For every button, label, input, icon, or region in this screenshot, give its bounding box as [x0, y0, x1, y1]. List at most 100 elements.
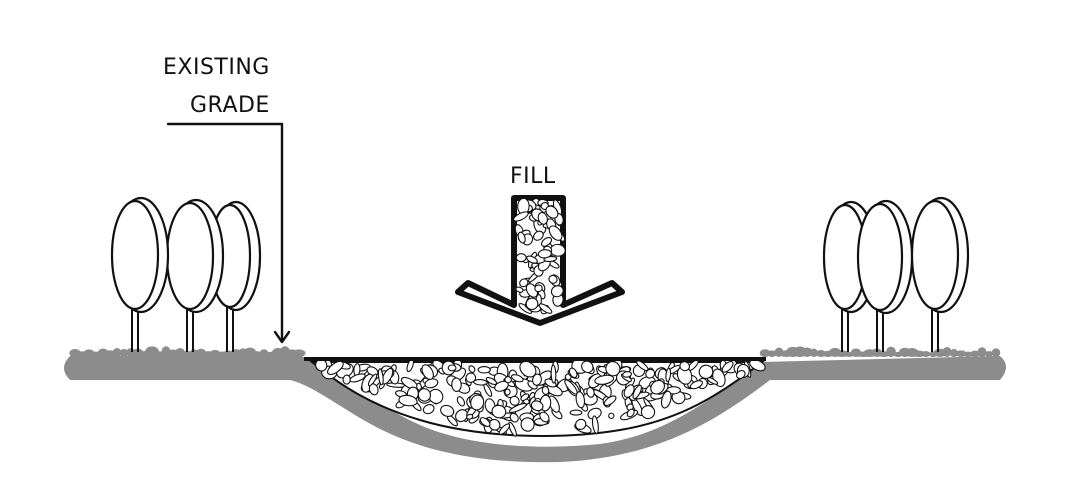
- stone-icon: [626, 408, 635, 418]
- stone-icon: [749, 359, 766, 372]
- stone-icon: [698, 364, 714, 379]
- stone-icon: [533, 230, 544, 241]
- stone-icon: [349, 373, 366, 383]
- stone-icon: [532, 373, 542, 386]
- grass-tufts: [69, 346, 1001, 358]
- tree-canopy-inner: [856, 202, 904, 312]
- stone-icon: [455, 409, 469, 423]
- stone-icon: [538, 303, 553, 314]
- grass-tuft: [132, 348, 144, 357]
- stone-icon: [416, 382, 422, 391]
- stone-icon: [660, 390, 672, 409]
- stone-icon: [440, 404, 455, 417]
- stone-icon: [608, 412, 615, 419]
- grass-tuft: [984, 351, 994, 357]
- stone-icon: [515, 253, 527, 263]
- grass-tuft: [801, 347, 813, 357]
- stone-icon: [327, 360, 344, 376]
- stone-icon: [491, 404, 507, 419]
- stone-icon: [568, 367, 578, 379]
- stone-icon: [508, 421, 517, 437]
- stone-icon: [508, 403, 527, 413]
- stone-icon: [468, 365, 476, 373]
- stone-icon: [525, 297, 539, 311]
- arrow-stones: [513, 197, 566, 315]
- ground: [64, 346, 1006, 463]
- existing-grade-label-line2: GRADE: [190, 93, 270, 118]
- stone-icon: [591, 415, 599, 434]
- stone-icon: [510, 374, 524, 383]
- stone-icon: [517, 231, 526, 244]
- stone-icon: [520, 417, 535, 432]
- grass-tuft: [292, 349, 306, 358]
- stone-icon: [636, 360, 649, 372]
- trees-right: [822, 196, 970, 352]
- stone-icon: [632, 384, 642, 400]
- grass-tuft: [991, 348, 1001, 357]
- stone-icon: [640, 405, 656, 420]
- stone-icon: [504, 388, 511, 396]
- ground-band: [64, 356, 1006, 463]
- stone-icon: [665, 367, 672, 383]
- stone-icon: [470, 394, 485, 411]
- stone-icon: [451, 377, 462, 393]
- stone-icon: [650, 379, 665, 395]
- stone-icon: [509, 412, 519, 423]
- stone-icon: [569, 409, 583, 416]
- stone-icon: [479, 417, 491, 427]
- tree-canopy-inner: [165, 201, 215, 311]
- stone-icon: [541, 385, 550, 396]
- stone-icon: [534, 284, 543, 293]
- fill-callout: FILL: [455, 164, 625, 326]
- stone-icon: [342, 374, 351, 385]
- fill-material: [304, 357, 766, 437]
- grass-tuft: [119, 349, 129, 357]
- grass-tuft: [759, 349, 771, 358]
- stone-icon: [504, 376, 512, 384]
- grass-tuft: [767, 350, 777, 357]
- stone-icon: [605, 361, 621, 377]
- stone-icon: [515, 286, 524, 293]
- stone-icon: [466, 413, 474, 420]
- leader-arrowhead: [273, 330, 291, 344]
- stone-icon: [550, 285, 564, 298]
- stone-icon: [447, 364, 457, 372]
- stone-icon: [548, 274, 558, 284]
- existing-grade-label-line1: EXISTING: [163, 55, 270, 80]
- stone-icon: [581, 360, 594, 374]
- stone-icon: [575, 391, 586, 409]
- stone-icon: [545, 205, 559, 219]
- stone-icon: [735, 369, 746, 380]
- grass-tuft: [252, 351, 262, 357]
- existing-grade-callout: EXISTING GRADE: [163, 55, 291, 344]
- stone-icon: [540, 236, 553, 247]
- grass-tuft: [977, 347, 987, 358]
- stone-icon: [679, 361, 690, 372]
- stone-icon: [377, 368, 384, 386]
- stone-icon: [526, 255, 538, 264]
- stone-icon: [537, 249, 552, 259]
- tree-canopy-inner: [910, 199, 960, 311]
- stone-icon: [428, 388, 444, 404]
- tree-canopy-inner: [110, 199, 160, 311]
- grass-tuft: [112, 348, 122, 357]
- stone-icon: [488, 418, 501, 431]
- grass-tuft: [942, 346, 952, 358]
- stone-icon: [477, 366, 491, 374]
- stone-icon: [548, 225, 563, 241]
- stone-icon: [520, 393, 530, 402]
- grass-tuft: [886, 346, 896, 358]
- stone-icon: [603, 395, 617, 407]
- stone-icon: [721, 360, 734, 373]
- stone-icon: [398, 394, 418, 407]
- stone-icon: [623, 384, 635, 398]
- stone-icon: [537, 212, 548, 225]
- grass-tuft: [970, 350, 980, 357]
- stone-icon: [465, 372, 477, 383]
- fill-stones: [315, 357, 766, 437]
- stone-icon: [513, 211, 529, 222]
- stone-icon: [498, 423, 511, 435]
- trees-left: [110, 196, 262, 352]
- grass-tuft: [921, 350, 931, 357]
